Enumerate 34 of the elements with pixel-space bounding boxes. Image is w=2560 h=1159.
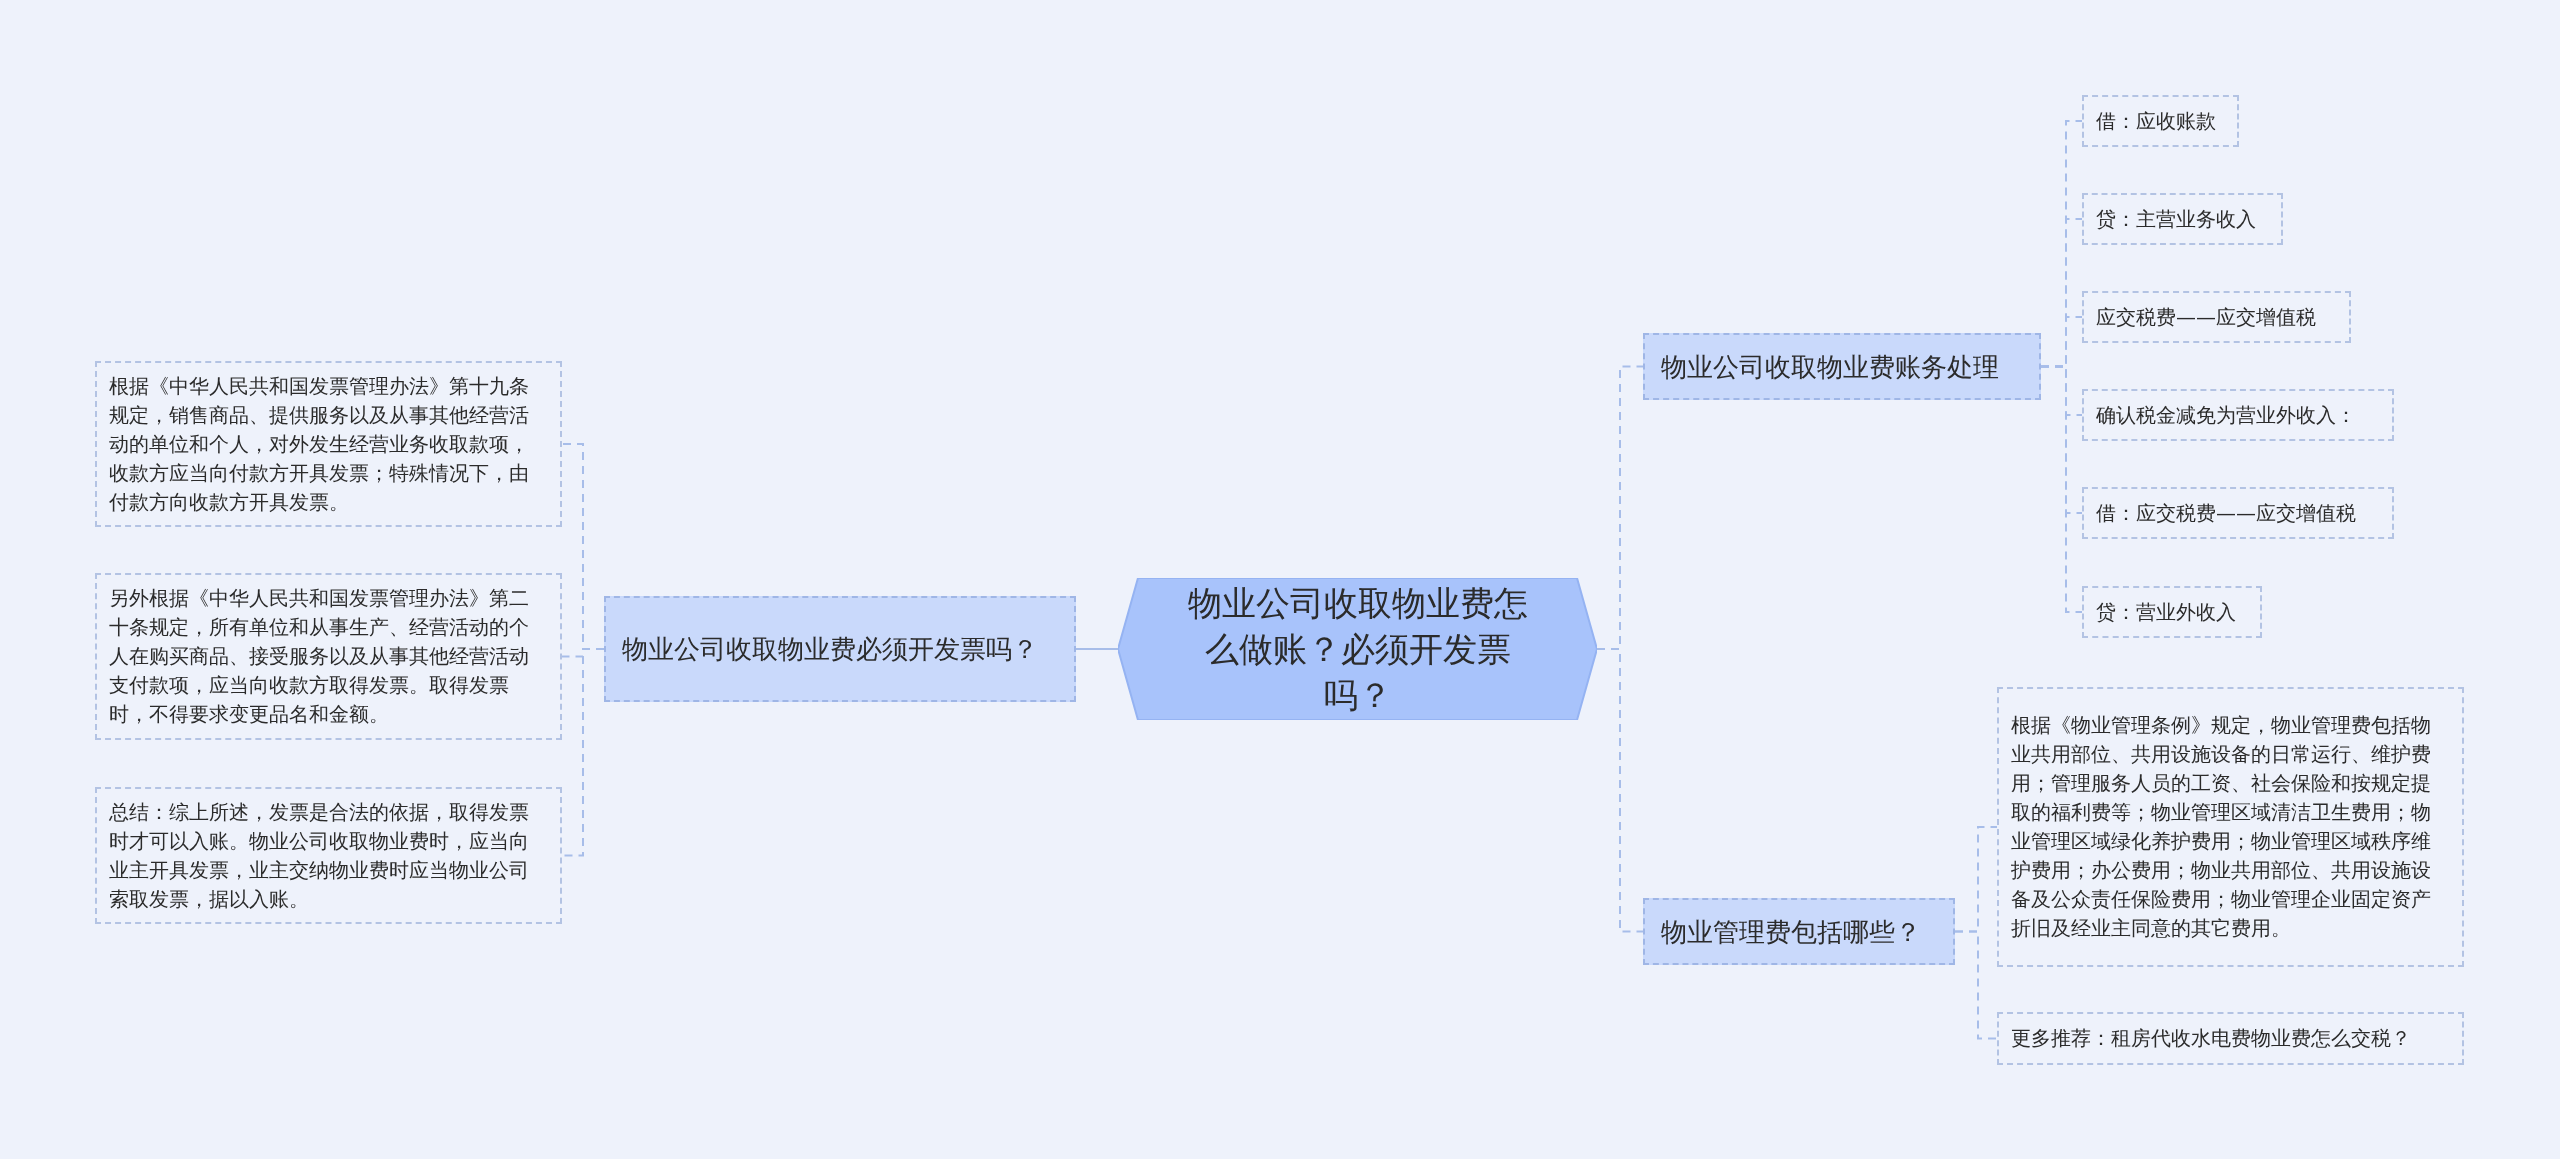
note-box [1997,687,2464,967]
note-text: 应交税费——应交增值税 [2096,303,2316,331]
note-box [2082,389,2394,441]
connector-line [1596,648,1644,933]
note-text: 确认税金减免为营业外收入： [2096,401,2356,429]
note-box [2082,95,2239,147]
note-text: 贷：主营业务收入 [2096,205,2256,233]
note-box [2082,193,2283,245]
note-box [2082,487,2394,539]
subtopic-box [1643,898,1955,965]
connector-line [1075,648,1119,650]
note-text: 借：应收账款 [2096,107,2216,135]
note-text: 总结：综上所述，发票是合法的依据，取得发票时才可以入账。物业公司收取物业费时，应当向业主开具发票，业主交纳物业费时应当物业公司索取发票，据以入账。 [109,798,530,913]
note-text: 另外根据《中华人民共和国发票管理办法》第二十条规定，所有单位和从事生产、经营活动的个人在购买商品、接受服务以及从事其他经营活动支付款项，应当向收款方取得发票。取得发票时，不得要求变更品名和金额。 [109,585,530,728]
note-box [1997,1012,2464,1065]
topic-hexagon [1118,578,1597,720]
note-text: 借：应交税费——应交增值税 [2096,499,2356,527]
note-text: 更多推荐：租房代收水电费物业费怎么交税？ [2011,1025,2411,1052]
note-box [2082,291,2351,343]
subtopic-box [604,596,1076,702]
subtopic-box [1643,333,2041,400]
connector-line [1954,930,1998,1040]
note-box [2082,586,2262,638]
note-text: 贷：营业外收入 [2096,598,2236,626]
connector-line [2040,365,2083,613]
subtopic-text: 物业公司收取物业费必须开发票吗？ [622,633,1038,666]
topic-text: 物业公司收取物业费怎么做账？必须开发票吗？ [1186,582,1529,717]
note-text: 根据《中华人民共和国发票管理办法》第十九条规定，销售商品、提供服务以及从事其他经营活动的单位和个人，对外发生经营业务收取款项，收款方应当向付款方开具发票；特殊情况下，由付款方向收款方开具发票。 [109,372,530,516]
note-box [95,361,562,527]
subtopic-text: 物业管理费包括哪些？ [1661,915,1921,949]
subtopic-text: 物业公司收取物业费账务处理 [1661,350,1999,384]
note-box [95,573,562,740]
note-box [95,787,562,924]
note-text: 根据《物业管理条例》规定，物业管理费包括物业共用部位、共用设施设备的日常运行、维护费用；管理服务人员的工资、社会保险和按规定提取的福利费等；物业管理区域清洁卫生费用；物业管理区域绿化养护费用；物业管理区域秩序维护费用；办公费用；物业共用部位、共用设施设备及公众责任保险费用；物业管理企业固定资产折旧及经业主同意的其它费用。 [2011,712,2432,942]
